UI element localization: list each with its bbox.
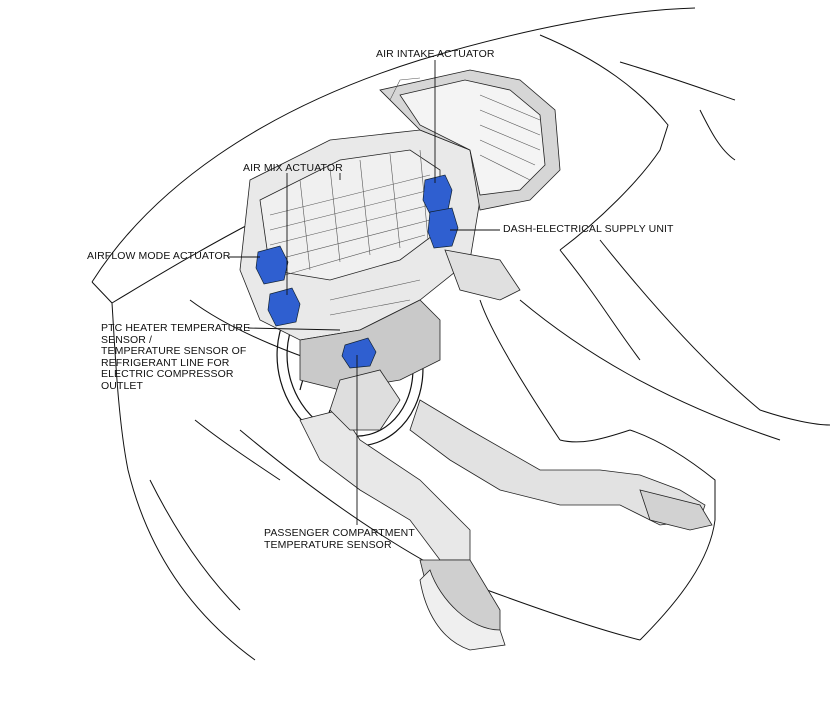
ptc-label-line: PTC HEATER TEMPERATURE: [101, 322, 251, 334]
leader-lines: [228, 60, 500, 525]
air-duct: [299, 399, 713, 651]
airflow-mode-actuator-part: [255, 245, 289, 285]
hvac-unit-body: [239, 69, 561, 431]
ptc-label-line: ELECTRIC COMPRESSOR: [101, 368, 234, 380]
hvac-unit-detail: [269, 77, 541, 316]
airflow-mode-actuator-label: AIRFLOW MODE ACTUATOR: [87, 250, 231, 262]
ptc-label-line: OUTLET: [101, 379, 144, 392]
leader-ptc: [247, 327, 341, 331]
ptc-heater-sensor-label: PTC HEATER TEMPERATURE SENSOR / TEMPERAT…: [101, 322, 251, 392]
dash-electrical-supply-unit-part: [427, 207, 459, 249]
ptc-label-line: TEMPERATURE SENSOR OF: [101, 345, 247, 357]
ptc-label-line: SENSOR /: [101, 333, 152, 346]
air-intake-actuator-part: [422, 174, 453, 215]
passenger-label-line: PASSENGER COMPARTMENT: [264, 527, 415, 539]
passenger-compartment-sensor-label: PASSENGER COMPARTMENT TEMPERATURE SENSOR: [264, 527, 415, 551]
ptc-label-line: REFRIGERANT LINE FOR: [101, 356, 230, 369]
air-mix-actuator-part: [267, 287, 301, 327]
passenger-sensor-part: [341, 337, 377, 369]
highlighted-components: [255, 174, 459, 369]
dashboard-outline: [91, 7, 831, 661]
air-mix-actuator-label: AIR MIX ACTUATOR: [243, 162, 343, 174]
air-intake-actuator-label: AIR INTAKE ACTUATOR: [376, 48, 495, 60]
dash-electrical-supply-unit-label: DASH-ELECTRICAL SUPPLY UNIT: [503, 223, 674, 235]
passenger-label-line: TEMPERATURE SENSOR: [264, 538, 392, 551]
